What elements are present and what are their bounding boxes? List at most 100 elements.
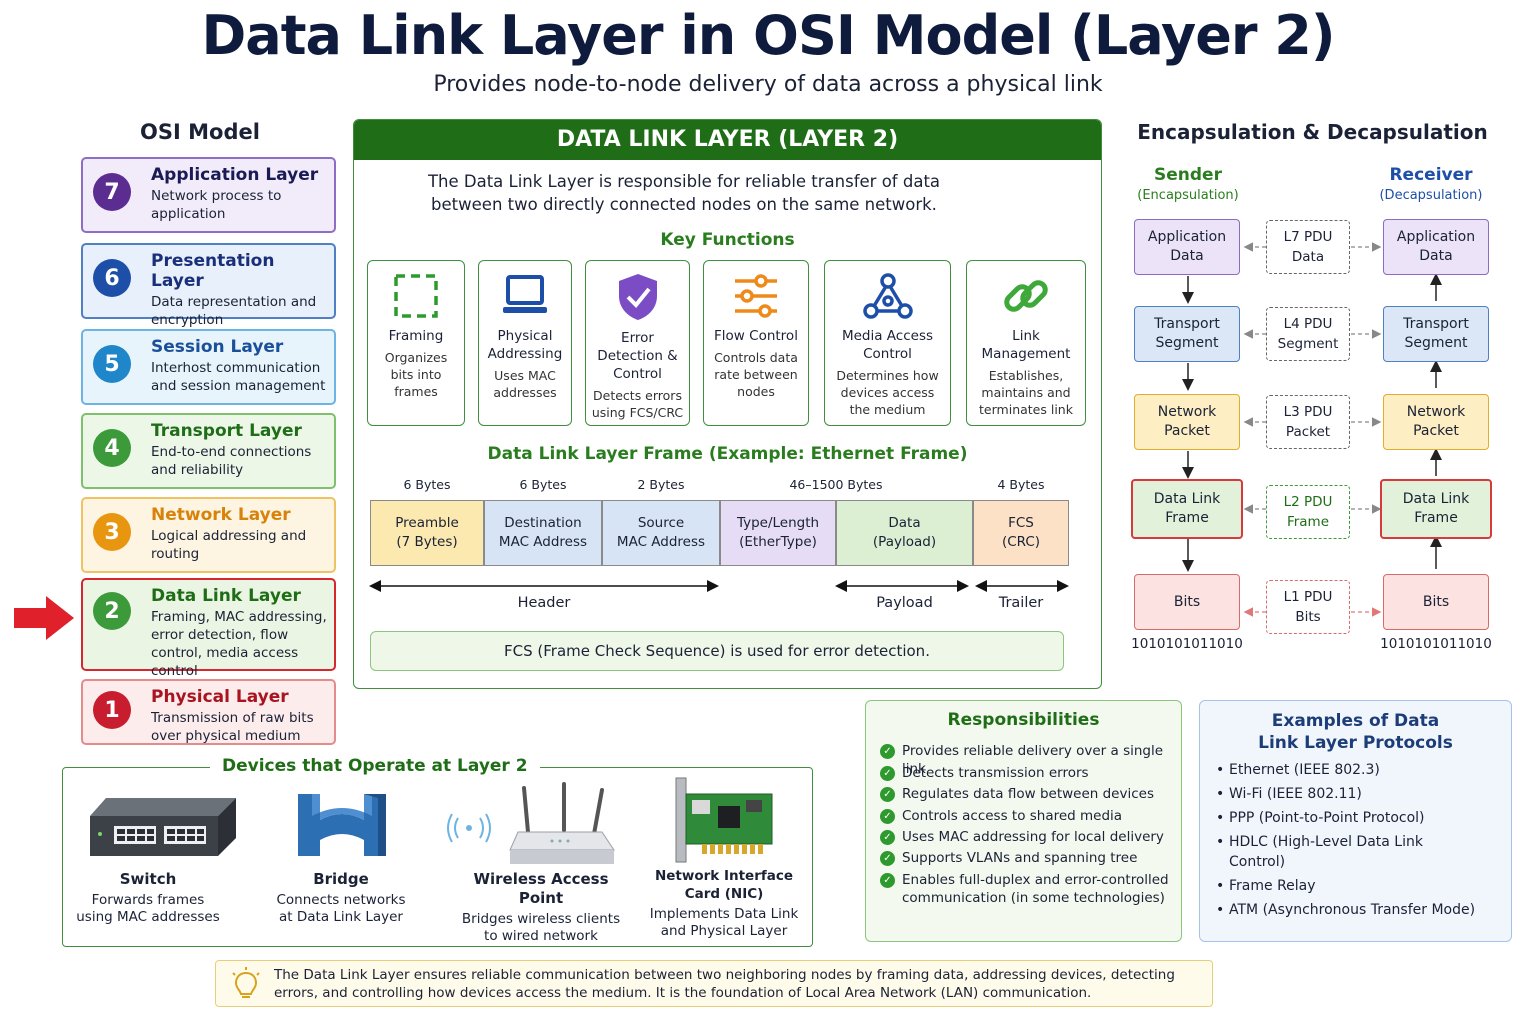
- check-icon: ✓: [880, 787, 895, 802]
- layer-number-badge: 4: [93, 429, 131, 467]
- field-name: FCS: [1008, 515, 1034, 531]
- box-line: Network: [1157, 404, 1217, 420]
- check-icon: ✓: [880, 851, 895, 866]
- chain-link-icon: [1004, 280, 1048, 312]
- field-detail: (EtherType): [739, 534, 817, 550]
- responsibility-text: Detects transmission errors: [902, 765, 1089, 781]
- responsibility-item: ✓ Uses MAC addressing for local delivery: [880, 828, 1180, 846]
- pdu-line: Packet: [1285, 424, 1331, 440]
- device-desc: Bridges wireless clients to wired networ…: [461, 911, 621, 944]
- function-card-framing: Framing Organizes bits into frames: [367, 260, 465, 426]
- field-name: Type/Length: [736, 515, 820, 531]
- key-functions-title: Key Functions: [660, 230, 795, 250]
- layer-description: Interhost communication and session mana…: [151, 360, 326, 394]
- function-desc: Establishes, maintains and terminates li…: [979, 368, 1073, 417]
- box-line: Data: [1170, 248, 1204, 264]
- protocol-item: ATM (Asynchronous Transfer Mode): [1216, 900, 1496, 920]
- function-title: Framing: [388, 328, 444, 344]
- layer-name: Transport Layer: [151, 421, 302, 441]
- responsibilities-panel: Responsibilities ✓Provides reliable deli…: [865, 700, 1182, 942]
- field-bytes-label: 6 Bytes: [519, 477, 567, 492]
- box-line: Segment: [1404, 335, 1468, 351]
- osi-model-heading: OSI Model: [140, 120, 260, 144]
- pdu-line: L7 PDU: [1283, 229, 1333, 245]
- function-card-flow-control: Flow Control Controls data rate between …: [703, 260, 809, 426]
- frame-field-type-length: Type/Length (EtherType): [720, 500, 836, 566]
- frame-field-preamble: Preamble(7 Bytes): [370, 500, 484, 566]
- panel-intro: The Data Link Layer is responsible for r…: [427, 172, 941, 214]
- box-line: Segment: [1155, 335, 1219, 351]
- lightbulb-icon: [232, 967, 260, 998]
- receiver-bits: Bits: [1383, 574, 1489, 630]
- frame-title: Data Link Layer Frame (Example: Ethernet…: [487, 444, 968, 464]
- layer-description: Data representation and encryption: [151, 294, 317, 328]
- wireless-router-icon: [447, 782, 615, 864]
- field-name: Preamble: [395, 515, 459, 531]
- field-name: Destination: [504, 515, 582, 531]
- pdu-l3: L3 PDU Packet: [1266, 395, 1350, 449]
- box-line: Frame: [1165, 510, 1209, 526]
- protocols-panel: Examples of Data Link Layer Protocols Et…: [1199, 700, 1512, 942]
- shield-check-icon: [618, 274, 657, 320]
- layer-name: Data Link Layer: [151, 586, 301, 606]
- function-desc: Detects errors using FCS/CRC: [591, 388, 684, 420]
- bridge-icon: [298, 794, 386, 856]
- field-detail: (Payload): [872, 534, 937, 550]
- pdu-line: L2 PDU: [1283, 494, 1333, 510]
- header-label: Header: [517, 595, 571, 611]
- osi-layer-5: 5 Session Layer Interhost communication …: [81, 329, 336, 405]
- function-title: Physical Addressing: [487, 328, 563, 362]
- osi-layer-1: 1 Physical Layer Transmission of raw bit…: [81, 679, 336, 745]
- sender-sublabel: (Encapsulation): [1137, 188, 1239, 203]
- footer-text: The Data Link Layer ensures reliable com…: [274, 967, 1175, 1001]
- box-line: Bits: [1422, 593, 1450, 610]
- layer-name: Network Layer: [151, 505, 291, 525]
- nic-card-icon: [675, 777, 773, 863]
- layer-name: Session Layer: [151, 337, 284, 357]
- receiver-label: Receiver: [1389, 165, 1473, 185]
- frame-field-fcs: FCS(CRC): [973, 500, 1069, 566]
- layer-description: Logical addressing and routing: [151, 528, 307, 562]
- function-card-media-access-control: Media Access Control Determines how devi…: [824, 260, 951, 426]
- device-name: Bridge: [313, 870, 369, 888]
- layer-name: Physical Layer: [151, 687, 289, 707]
- protocol-item: PPP (Point-to-Point Protocol): [1216, 808, 1496, 828]
- trailer-label: Trailer: [998, 595, 1044, 611]
- function-desc: Determines how devices access the medium: [836, 368, 939, 417]
- device-nic: Network Interface Card (NIC) Implements …: [642, 867, 806, 940]
- osi-layer-3: 3 Network Layer Logical addressing and r…: [81, 497, 336, 573]
- layer-description: Framing, MAC addressing, error detection…: [151, 609, 327, 679]
- segment-arrows: [369, 580, 1069, 592]
- box-line: Network: [1406, 404, 1466, 420]
- function-card-error-detection: Error Detection & Control Detects errors…: [585, 260, 690, 426]
- device-name: Switch: [119, 870, 177, 888]
- responsibilities-title: Responsibilities: [947, 710, 1100, 730]
- protocols-title: Examples of Data Link Layer Protocols: [1258, 711, 1453, 753]
- box-line: Packet: [1164, 423, 1210, 439]
- encapsulation-arrows: [1182, 242, 1442, 617]
- field-name: Source: [637, 515, 685, 531]
- function-desc: Organizes bits into frames: [384, 350, 448, 399]
- pdu-line: Bits: [1295, 609, 1321, 625]
- receiver-sublabel: (Decapsulation): [1379, 188, 1483, 203]
- box-line: Data Link: [1402, 491, 1470, 507]
- layer-number-badge: 7: [93, 173, 131, 211]
- pdu-line: L3 PDU: [1283, 404, 1333, 420]
- field-bytes-label: 6 Bytes: [403, 477, 451, 492]
- data-link-layer-panel: DATA LINK LAYER (LAYER 2) The Data Link …: [353, 119, 1102, 689]
- responsibility-text: Uses MAC addressing for local delivery: [902, 829, 1164, 845]
- box-line: Bits: [1173, 593, 1201, 610]
- device-desc: Implements Data Link and Physical Layer: [649, 906, 799, 939]
- function-desc: Uses MAC addresses: [493, 368, 557, 400]
- layer-number-badge: 6: [93, 259, 131, 297]
- check-icon: ✓: [880, 830, 895, 845]
- layer-name: Presentation Layer: [151, 251, 275, 291]
